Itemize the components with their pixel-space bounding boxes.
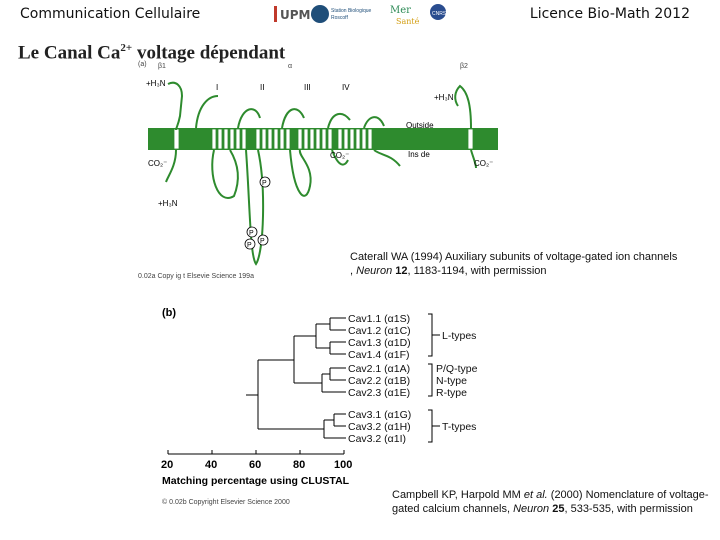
svg-text:P: P [262,180,267,187]
group-label: P/Q-type [436,363,478,375]
citation-catterall: Caterall WA (1994) Auxiliary subunits of… [350,250,718,278]
leaf-label: Cav1.1 (α1S) [348,313,410,325]
leaf-label: Cav2.2 (α1B) [348,375,410,387]
axis-tick-label: 20 [161,459,173,471]
upmc-logo: UPMC [274,6,319,22]
calcium-channel-topology-diagram: (a) β1 α β2 Outside Ins de I II III IV [138,61,498,280]
outside-label: Outside [406,121,434,130]
leaf-label: Cav3.1 (α1G) [348,409,411,421]
panel-b-label: (b) [162,307,176,319]
phosphorylation-sites: P P P P [244,176,271,250]
title-prefix: Le Canal Ca [18,42,121,64]
n-terminus-label: +H₃N [146,79,166,88]
roscoff-logo: Station Biologique Roscoff [311,5,372,23]
leaf-label: Cav2.3 (α1E) [348,387,410,399]
axis-tick-label: 40 [205,459,217,471]
citation-line: Caterall WA (1994) Auxiliary subunits of… [350,251,678,263]
leaf-label: Cav1.3 (α1D) [348,337,411,349]
panel-a-label: (a) [138,61,147,68]
svg-text:Mer: Mer [390,5,411,16]
percentage-axis: 20 40 60 80 100 Matching percentage usin… [161,450,352,487]
citation-line: , Neuron 12, 1183-1194, with permission [350,265,547,277]
leaf-label: Cav3.2 (α1H) [348,421,411,433]
svg-text:Roscoff: Roscoff [331,15,348,21]
inside-label: Ins de [408,150,430,159]
title-suffix: voltage dépendant [132,42,286,64]
svg-text:Santé: Santé [396,17,420,26]
cnrs-logo: CNRS [430,4,447,20]
header-program-title: Licence Bio-Math 2012 [529,6,690,22]
domain-label: I [216,83,218,92]
leaf-label: Cav1.4 (α1F) [348,349,410,361]
group-label: N-type [436,375,467,387]
partner-logos: UPMC Station Biologique Roscoff Mer Sant… [274,4,447,26]
svg-text:P: P [260,238,265,245]
svg-text:P: P [249,230,254,237]
n-terminus-label: +H₃N [158,199,178,208]
group-label: T-types [442,421,476,433]
slide-title: Le Canal Ca2+ voltage dépendant [18,42,285,64]
figure-b-copyright: © 0.02b Copyright Elsevier Science 2000 [162,498,290,506]
group-label: L-types [442,330,476,342]
domain-label: III [304,83,311,92]
title-superscript: 2+ [120,42,133,54]
axis-title: Matching percentage using CLUSTAL [162,475,350,487]
leaf-label: Cav2.1 (α1A) [348,363,410,375]
citation-campbell: Campbell KP, Harpold MM et al. (2000) No… [392,488,718,516]
svg-text:UPMC: UPMC [280,8,319,22]
axis-tick-label: 60 [249,459,261,471]
figure-a-copyright: 0.02a Copy ig t Elsevie Science 199a [138,273,254,280]
domain-label: II [260,83,264,92]
mer-sante-logo: Mer Santé [390,5,420,26]
group-label: R-type [436,387,467,399]
citation-line: gated calcium channels, Neuron 25, 533-5… [392,503,693,515]
beta1-label: β1 [158,63,166,70]
c-terminus-label: CO₂⁻ [148,159,167,168]
leaf-label: Cav3.2 (α1I) [348,433,406,445]
axis-tick-label: 100 [334,459,352,471]
header-course-title: Communication Cellulaire [20,6,201,22]
polypeptide-chain [165,81,477,266]
transmembrane-segments [173,128,474,150]
citation-line: Campbell KP, Harpold MM et al. (2000) No… [392,489,709,501]
group-labels: L-types P/Q-type N-type R-type T-types [436,330,478,433]
domain-label: IV [342,83,350,92]
svg-text:Station Biologique: Station Biologique [331,8,372,14]
svg-text:P: P [247,242,252,249]
alpha-label: α [288,63,292,70]
tree-leaf-labels: Cav1.1 (α1S) Cav1.2 (α1C) Cav1.3 (α1D) C… [348,313,411,445]
c-terminus-label: CO₂⁻ [474,159,493,168]
beta2-label: β2 [460,63,468,70]
svg-text:CNRS: CNRS [432,11,447,17]
axis-tick-label: 80 [293,459,305,471]
n-terminus-label: +H₃N [434,93,454,102]
tree-branches [246,313,440,443]
c-terminus-label: CO₂⁻ [330,151,349,160]
calcium-channel-phylogenetic-tree: (b) Cav1.1 (α1S) Cav1.2 (α1C) Cav1.3 (α1… [161,307,478,506]
leaf-label: Cav1.2 (α1C) [348,325,411,337]
